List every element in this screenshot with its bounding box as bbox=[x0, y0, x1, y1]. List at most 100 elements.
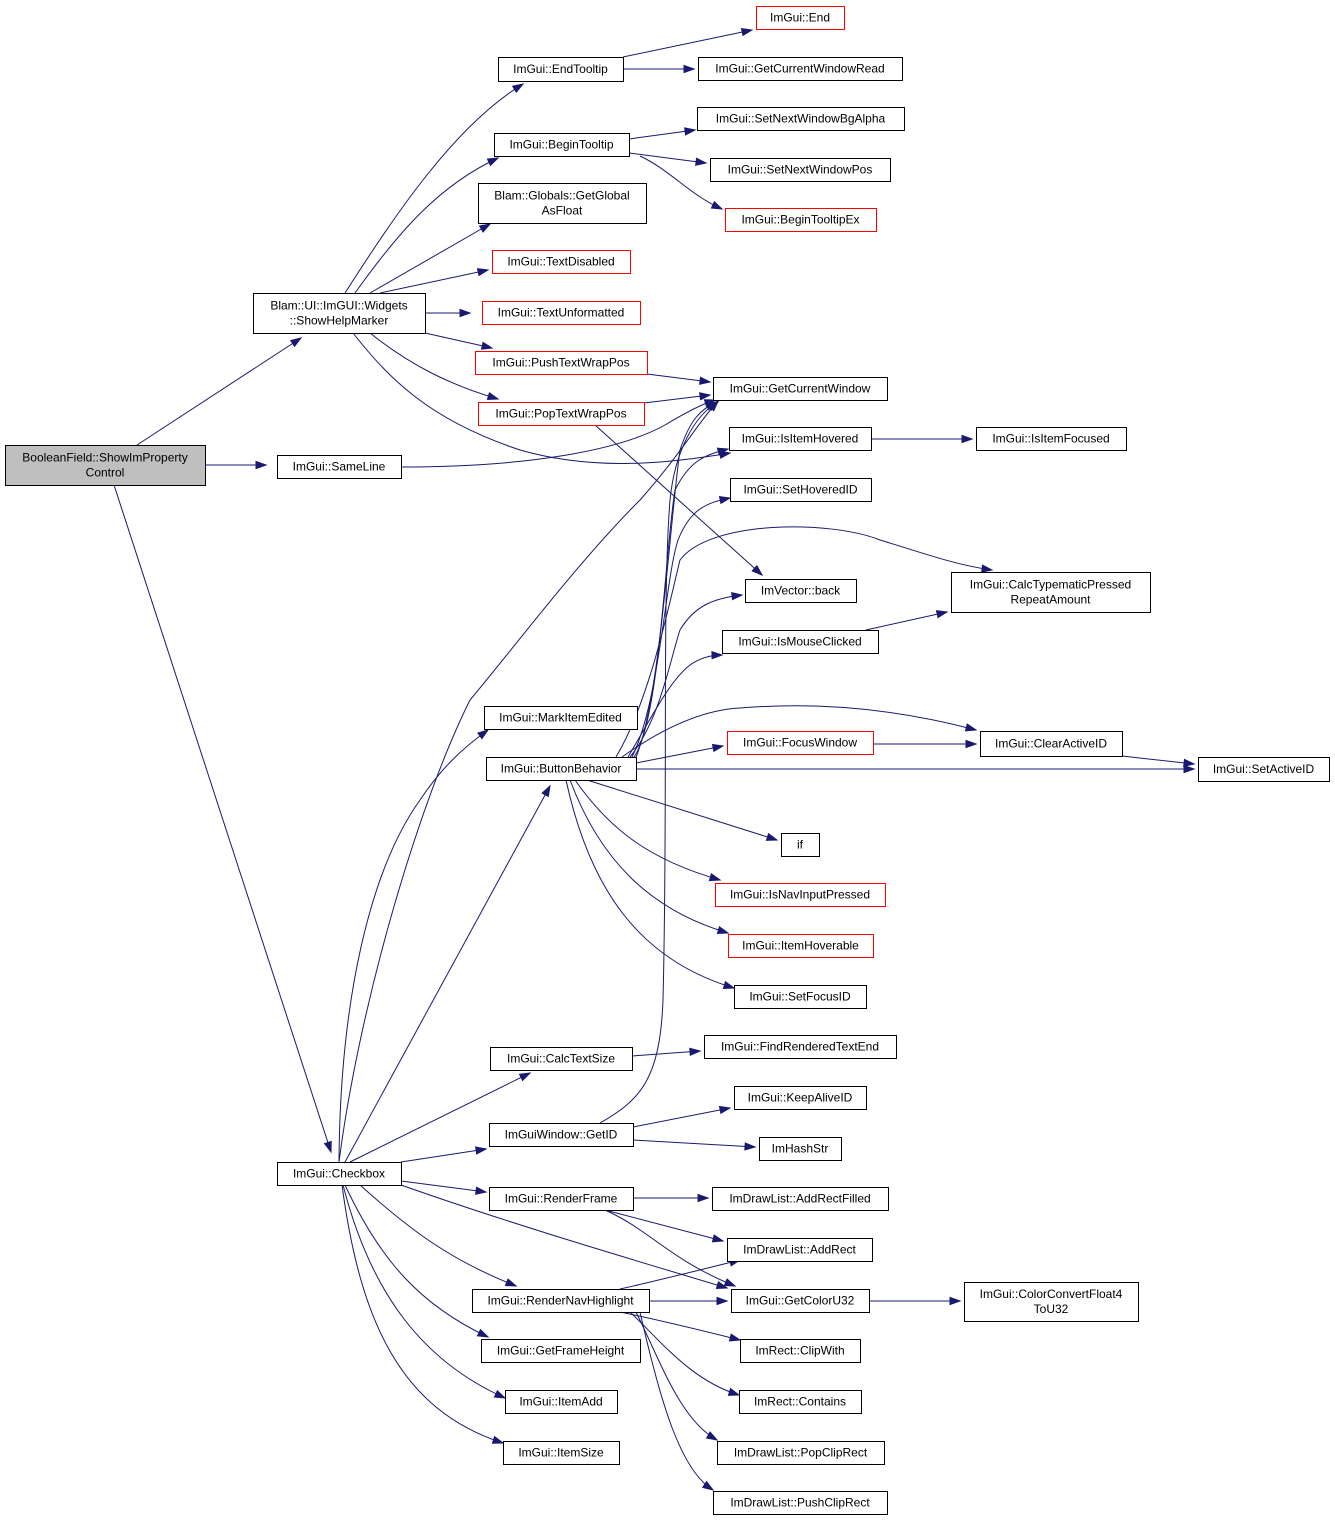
node-box[interactable] bbox=[478, 183, 647, 224]
node-imhashstr[interactable]: ImHashStr bbox=[759, 1137, 842, 1161]
node-box[interactable] bbox=[712, 1187, 889, 1211]
node-box[interactable] bbox=[739, 1390, 862, 1414]
node-pushtextwrap[interactable]: ImGui::PushTextWrapPos bbox=[475, 351, 648, 375]
node-box[interactable] bbox=[704, 1035, 897, 1059]
node-begintooltipex[interactable]: ImGui::BeginTooltipEx bbox=[725, 208, 877, 232]
node-box[interactable] bbox=[730, 478, 872, 502]
node-box[interactable] bbox=[503, 1441, 620, 1465]
node-setnextbgalpha[interactable]: ImGui::SetNextWindowBgAlpha bbox=[697, 107, 905, 131]
node-box[interactable] bbox=[472, 1289, 650, 1313]
node-box[interactable] bbox=[492, 250, 631, 274]
node-box[interactable] bbox=[722, 630, 879, 654]
node-textunformatted[interactable]: ImGui::TextUnformatted bbox=[482, 301, 641, 325]
node-checkbox[interactable]: ImGui::Checkbox bbox=[277, 1162, 402, 1186]
node-box[interactable] bbox=[484, 706, 638, 730]
node-getcurwin[interactable]: ImGui::GetCurrentWindow bbox=[713, 377, 888, 401]
node-box[interactable] bbox=[505, 1390, 618, 1414]
node-box[interactable] bbox=[731, 1289, 870, 1313]
node-box[interactable] bbox=[697, 107, 905, 131]
node-box[interactable] bbox=[729, 427, 872, 451]
node-box[interactable] bbox=[277, 455, 402, 479]
node-addrectfilled[interactable]: ImDrawList::AddRectFilled bbox=[712, 1187, 889, 1211]
node-begintooltip[interactable]: ImGui::BeginTooltip bbox=[494, 133, 630, 157]
node-itemhoverable[interactable]: ImGui::ItemHoverable bbox=[728, 934, 874, 958]
node-markitemedited[interactable]: ImGui::MarkItemEdited bbox=[484, 706, 638, 730]
node-textdisabled[interactable]: ImGui::TextDisabled bbox=[492, 250, 631, 274]
node-box[interactable] bbox=[734, 1086, 867, 1110]
node-box[interactable] bbox=[713, 377, 888, 401]
node-focuswindow[interactable]: ImGui::FocusWindow bbox=[727, 731, 874, 755]
node-box[interactable] bbox=[734, 985, 867, 1009]
node-box[interactable] bbox=[756, 6, 845, 30]
node-endtooltip[interactable]: ImGui::EndTooltip bbox=[498, 57, 624, 82]
node-if[interactable]: if bbox=[781, 833, 820, 857]
node-box[interactable] bbox=[5, 445, 206, 486]
node-back[interactable]: ImVector::back bbox=[745, 579, 857, 603]
node-keepalive[interactable]: ImGui::KeepAliveID bbox=[734, 1086, 867, 1110]
node-box[interactable] bbox=[481, 1339, 641, 1363]
node-box[interactable] bbox=[698, 57, 903, 81]
node-sethoveredid[interactable]: ImGui::SetHoveredID bbox=[730, 478, 872, 502]
node-box[interactable] bbox=[478, 402, 645, 426]
node-getid[interactable]: ImGuiWindow::GetID bbox=[489, 1123, 634, 1147]
node-box[interactable] bbox=[498, 57, 624, 82]
node-itemsize[interactable]: ImGui::ItemSize bbox=[503, 1441, 620, 1465]
node-findrendered[interactable]: ImGui::FindRenderedTextEnd bbox=[704, 1035, 897, 1059]
node-popcliprect[interactable]: ImDrawList::PopClipRect bbox=[717, 1441, 885, 1465]
node-box[interactable] bbox=[486, 757, 637, 781]
node-setfocusid[interactable]: ImGui::SetFocusID bbox=[734, 985, 867, 1009]
node-box[interactable] bbox=[717, 1441, 885, 1465]
node-isitemfocused[interactable]: ImGui::IsItemFocused bbox=[976, 427, 1127, 451]
node-getcoloru32[interactable]: ImGui::GetColorU32 bbox=[731, 1289, 870, 1313]
node-ismouseclicked[interactable]: ImGui::IsMouseClicked bbox=[722, 630, 879, 654]
node-clearactiveid[interactable]: ImGui::ClearActiveID bbox=[980, 731, 1123, 757]
node-box[interactable] bbox=[482, 301, 641, 325]
node-getframeheight[interactable]: ImGui::GetFrameHeight bbox=[481, 1339, 641, 1363]
node-box[interactable] bbox=[781, 833, 820, 857]
node-pushcliprect[interactable]: ImDrawList::PushClipRect bbox=[713, 1491, 888, 1515]
node-rendernav[interactable]: ImGui::RenderNavHighlight bbox=[472, 1289, 650, 1313]
node-box[interactable] bbox=[713, 1491, 888, 1515]
node-box[interactable] bbox=[475, 351, 648, 375]
node-buttonbehavior[interactable]: ImGui::ButtonBehavior bbox=[486, 757, 637, 781]
node-box[interactable] bbox=[964, 1282, 1139, 1322]
node-isnavinput[interactable]: ImGui::IsNavInputPressed bbox=[715, 883, 886, 907]
node-box[interactable] bbox=[277, 1162, 402, 1186]
node-itemadd[interactable]: ImGui::ItemAdd bbox=[505, 1390, 618, 1414]
node-box[interactable] bbox=[728, 934, 874, 958]
node-box[interactable] bbox=[710, 158, 891, 182]
node-box[interactable] bbox=[253, 293, 426, 334]
node-poptextwrap[interactable]: ImGui::PopTextWrapPos bbox=[478, 402, 645, 426]
node-renderframe[interactable]: ImGui::RenderFrame bbox=[489, 1187, 634, 1211]
node-box[interactable] bbox=[489, 1187, 634, 1211]
node-setactiveid[interactable]: ImGui::SetActiveID bbox=[1198, 757, 1330, 782]
node-getcurwinread[interactable]: ImGui::GetCurrentWindowRead bbox=[698, 57, 903, 81]
node-box[interactable] bbox=[951, 572, 1151, 613]
node-isitemhovered[interactable]: ImGui::IsItemHovered bbox=[729, 427, 872, 451]
node-box[interactable] bbox=[727, 1238, 873, 1262]
node-box[interactable] bbox=[727, 731, 874, 755]
node-box[interactable] bbox=[745, 579, 857, 603]
node-sameline[interactable]: ImGui::SameLine bbox=[277, 455, 402, 479]
node-clipwith[interactable]: ImRect::ClipWith bbox=[740, 1339, 861, 1363]
node-box[interactable] bbox=[725, 208, 877, 232]
node-box[interactable] bbox=[976, 427, 1127, 451]
node-box[interactable] bbox=[494, 133, 630, 157]
node-contains[interactable]: ImRect::Contains bbox=[739, 1390, 862, 1414]
node-end[interactable]: ImGui::End bbox=[756, 6, 845, 30]
node-setnextpos[interactable]: ImGui::SetNextWindowPos bbox=[710, 158, 891, 182]
node-box[interactable] bbox=[715, 883, 886, 907]
node-box[interactable] bbox=[490, 1047, 633, 1071]
node-box[interactable] bbox=[980, 731, 1123, 757]
node-addrect[interactable]: ImDrawList::AddRect bbox=[727, 1238, 873, 1262]
node-calctextsize[interactable]: ImGui::CalcTextSize bbox=[490, 1047, 633, 1071]
node-showhelp[interactable]: Blam::UI::ImGUI::Widgets::ShowHelpMarker bbox=[253, 293, 426, 334]
node-box[interactable] bbox=[1198, 757, 1330, 782]
node-box[interactable] bbox=[740, 1339, 861, 1363]
node-box[interactable] bbox=[759, 1137, 842, 1161]
node-box[interactable] bbox=[489, 1123, 634, 1147]
